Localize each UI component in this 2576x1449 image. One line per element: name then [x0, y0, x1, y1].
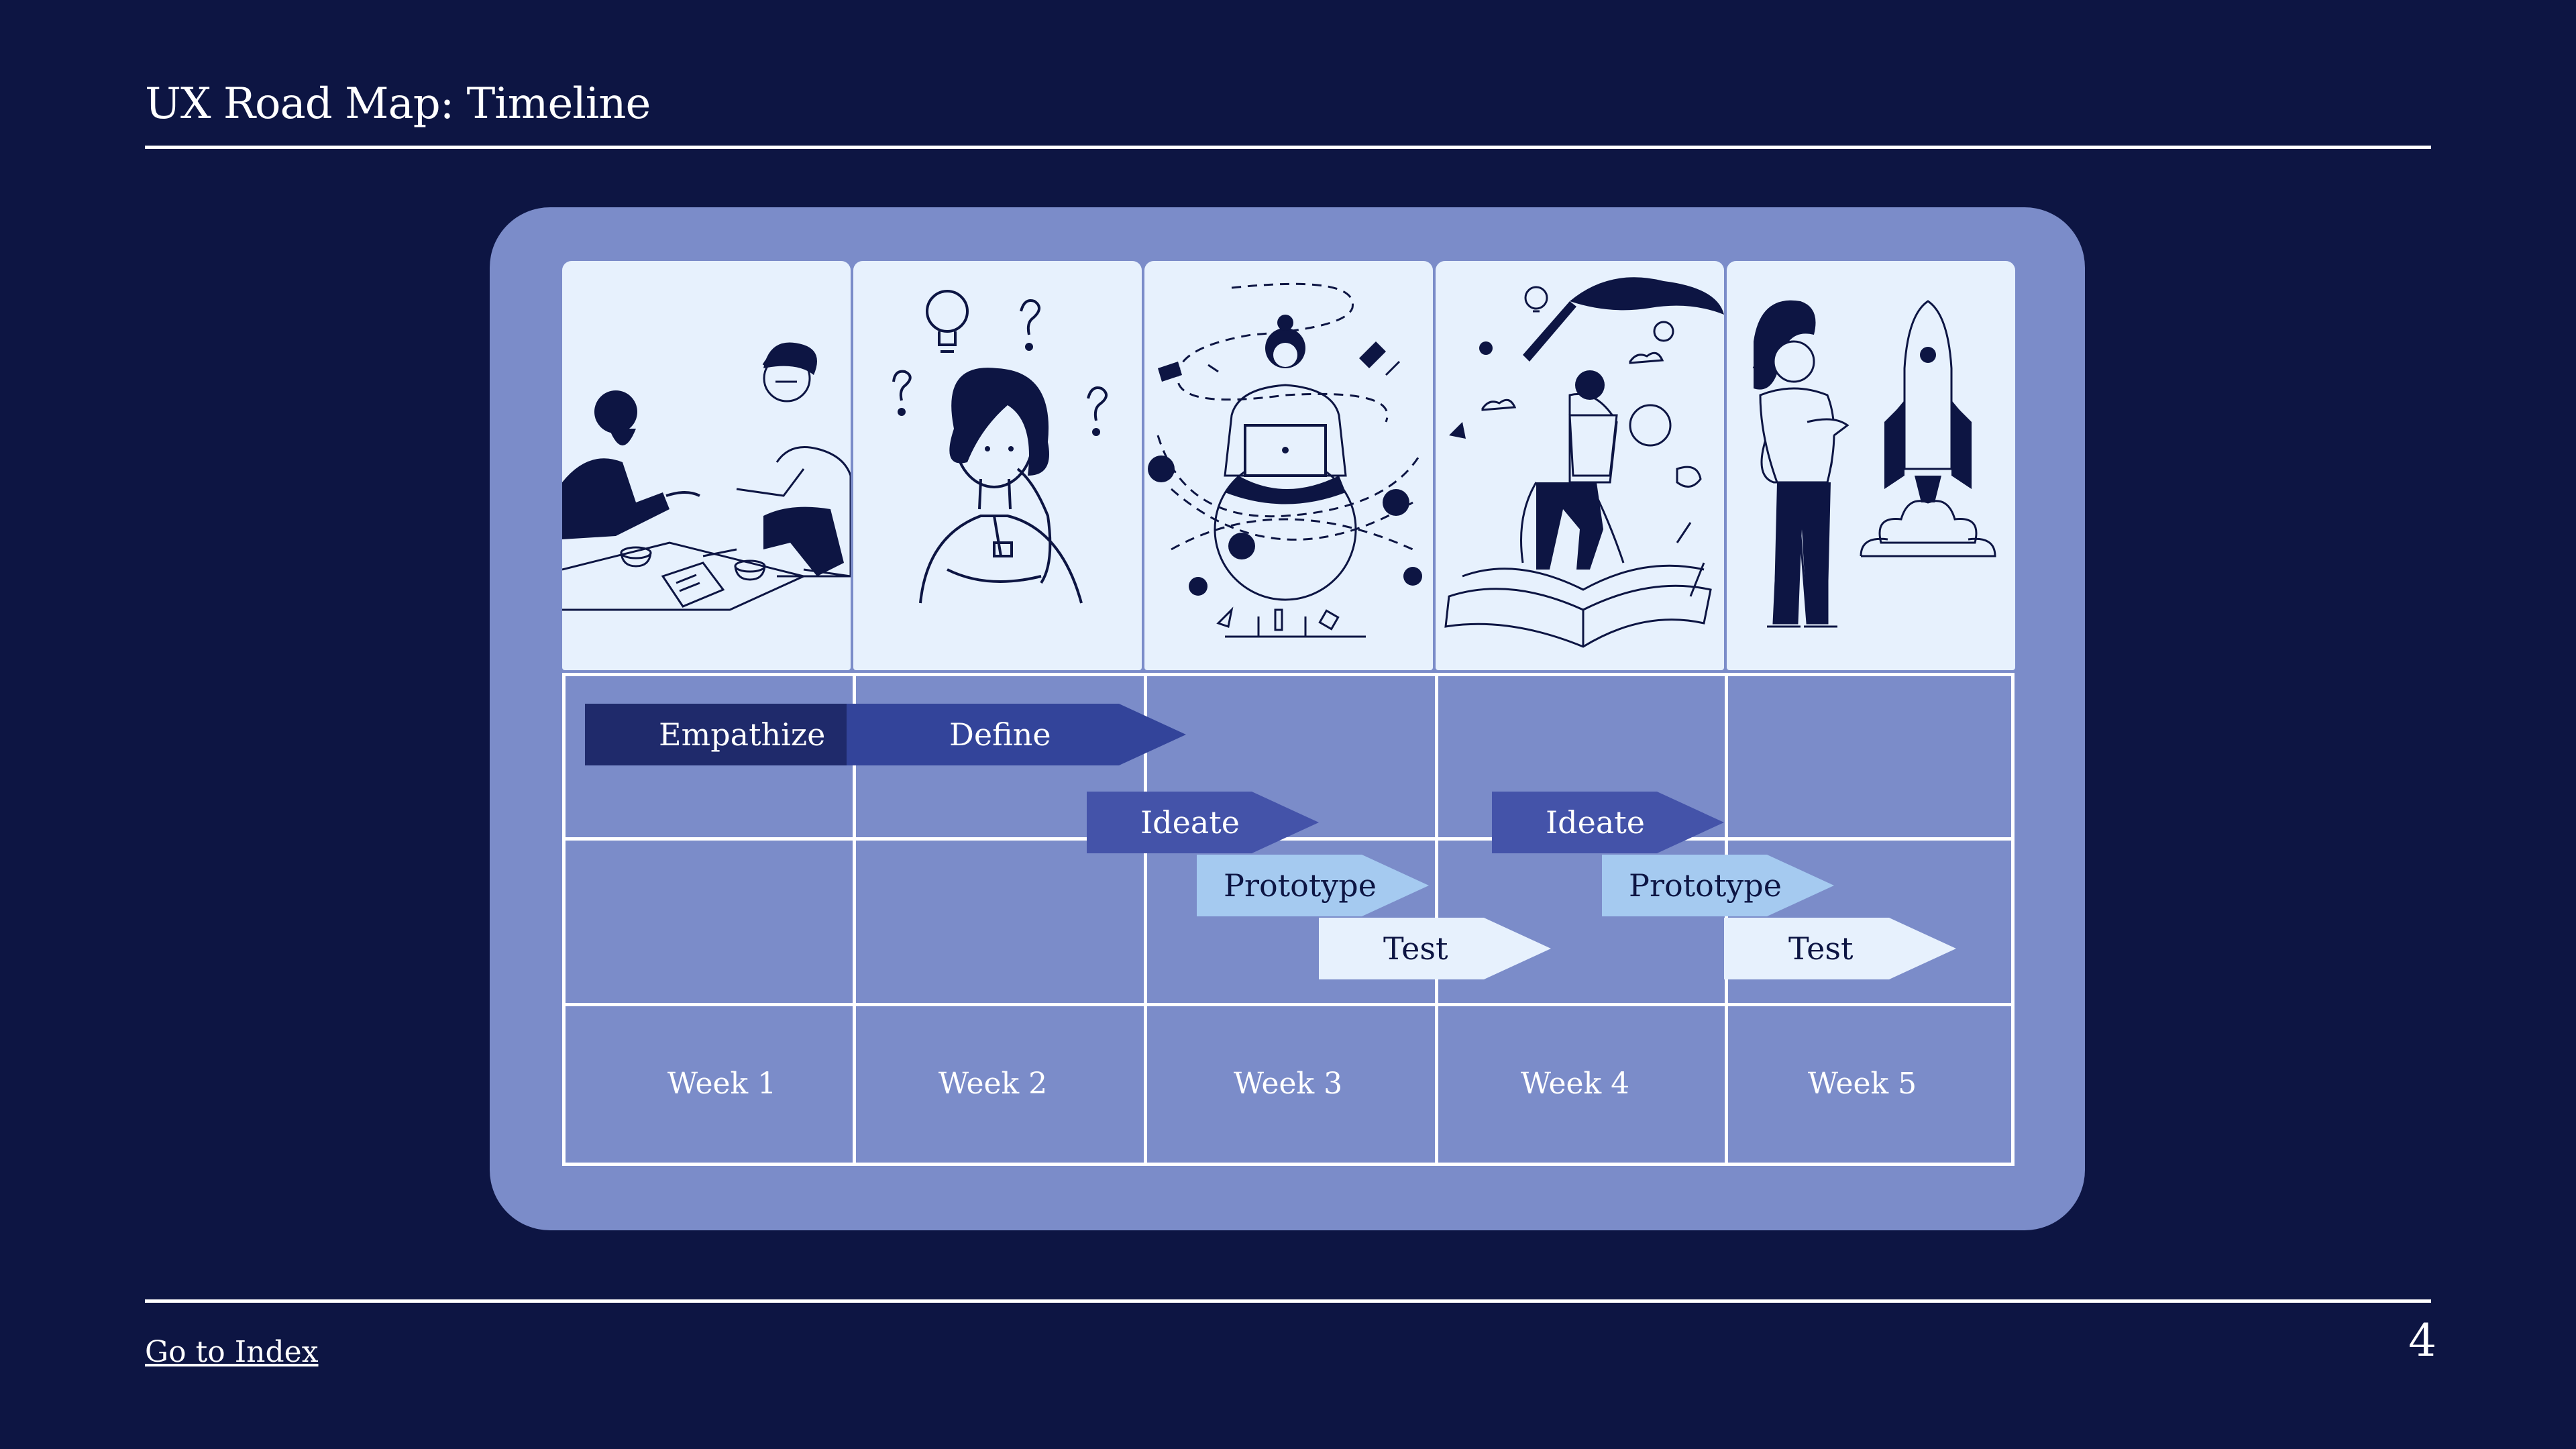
phase-label: Test	[1383, 930, 1448, 967]
phase-label: Test	[1788, 930, 1854, 967]
phase-label: Prototype	[1629, 867, 1782, 904]
rocket-launch-illustration	[1752, 300, 1996, 628]
illustration-card-1	[562, 261, 851, 670]
week-label-5: Week 5	[1807, 1067, 1917, 1101]
grid-row-line	[566, 837, 2011, 841]
go-to-index-link[interactable]: Go to Index	[145, 1335, 319, 1369]
illustration-card-5	[1727, 261, 2015, 670]
grid-col-line	[853, 676, 856, 1163]
illustration-card-4	[1436, 261, 1724, 670]
week-label-2: Week 2	[938, 1067, 1048, 1101]
illustration-card-2	[853, 261, 1142, 670]
thinking-woman-illustration	[892, 290, 1108, 604]
handshake-meeting-illustration	[562, 342, 851, 611]
footer-divider	[145, 1299, 2431, 1303]
week-label-4: Week 4	[1520, 1067, 1630, 1101]
phase-label: Define	[949, 716, 1051, 753]
phase-arrow-define: Define	[847, 704, 1186, 765]
header-divider	[145, 146, 2431, 149]
week-label-1: Week 1	[667, 1067, 777, 1101]
phase-label: Empathize	[659, 716, 826, 753]
grid-row-line	[566, 1003, 2011, 1006]
illustration-card-3	[1144, 261, 1433, 670]
designer-with-laptop-illustration	[1148, 282, 1422, 638]
week-label-3: Week 3	[1233, 1067, 1343, 1101]
phase-label: Ideate	[1546, 804, 1645, 841]
illustration-row	[562, 261, 2015, 670]
artist-painting-illustration	[1444, 277, 1724, 648]
page-title: UX Road Map: Timeline	[145, 79, 651, 129]
phase-label: Prototype	[1224, 867, 1377, 904]
page-number: 4	[2408, 1315, 2436, 1366]
phase-label: Ideate	[1140, 804, 1240, 841]
grid-col-line	[1144, 676, 1147, 1163]
